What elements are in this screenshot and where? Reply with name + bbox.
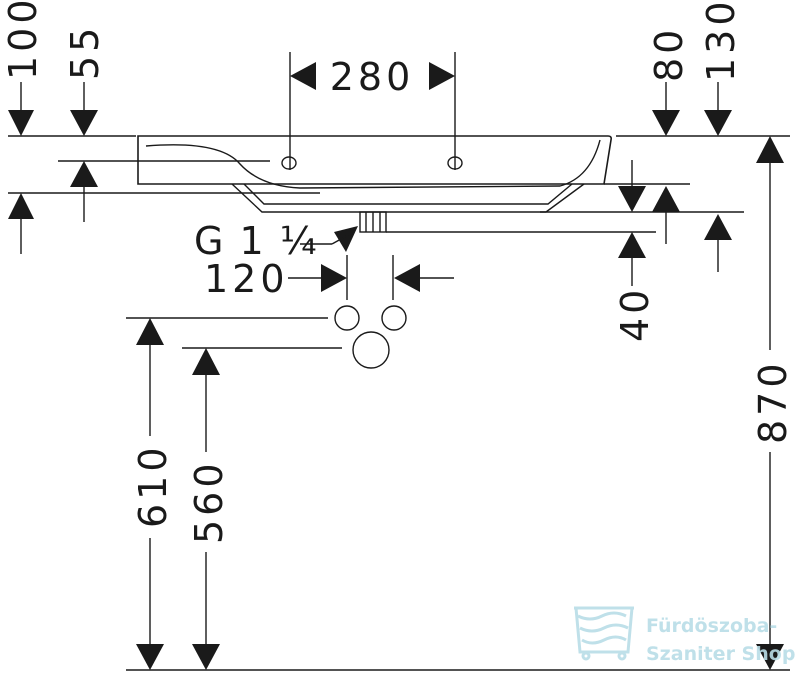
dim-80: 80 — [647, 26, 691, 244]
dim-870: 870 — [751, 136, 795, 670]
supply-circle-left — [334, 305, 360, 331]
dim-40: 40 — [613, 160, 657, 342]
watermark-line2: Szaniter Shop — [646, 643, 795, 665]
waste-circle — [352, 331, 390, 369]
basin-underside-inner — [243, 183, 573, 205]
dim-280: 280 — [290, 55, 455, 99]
label-870: 870 — [751, 359, 795, 444]
label-40: 40 — [613, 286, 657, 342]
dim-560: 560 — [187, 348, 231, 670]
label-120: 120 — [204, 257, 289, 301]
watermark: Fürdöszoba- Szaniter Shop — [574, 606, 795, 665]
basin-body — [137, 135, 612, 185]
basin-underside — [231, 183, 585, 213]
extension-lines — [8, 52, 790, 671]
dim-120: 120 — [204, 257, 454, 301]
label-130: 130 — [699, 0, 743, 82]
dim-130: 130 — [699, 0, 743, 272]
tap-hole-left — [281, 156, 297, 170]
watermark-bathtub-icon — [574, 606, 634, 661]
label-610: 610 — [131, 443, 175, 528]
dim-610: 610 — [131, 318, 175, 670]
dim-55: 55 — [63, 24, 107, 222]
label-thread: G 1 ¼ — [194, 219, 319, 263]
label-100: 100 — [1, 0, 45, 80]
watermark-line1: Fürdöszoba- — [646, 615, 777, 637]
supply-circle-right — [381, 305, 407, 331]
connections — [334, 305, 407, 369]
basin-inner-curve — [145, 139, 601, 189]
label-80: 80 — [647, 26, 691, 82]
label-55: 55 — [63, 24, 107, 80]
basin — [137, 135, 612, 233]
label-560: 560 — [187, 459, 231, 544]
dim-100: 100 — [1, 0, 45, 254]
dim-thread: G 1 ¼ — [194, 219, 358, 263]
label-280: 280 — [330, 55, 415, 99]
